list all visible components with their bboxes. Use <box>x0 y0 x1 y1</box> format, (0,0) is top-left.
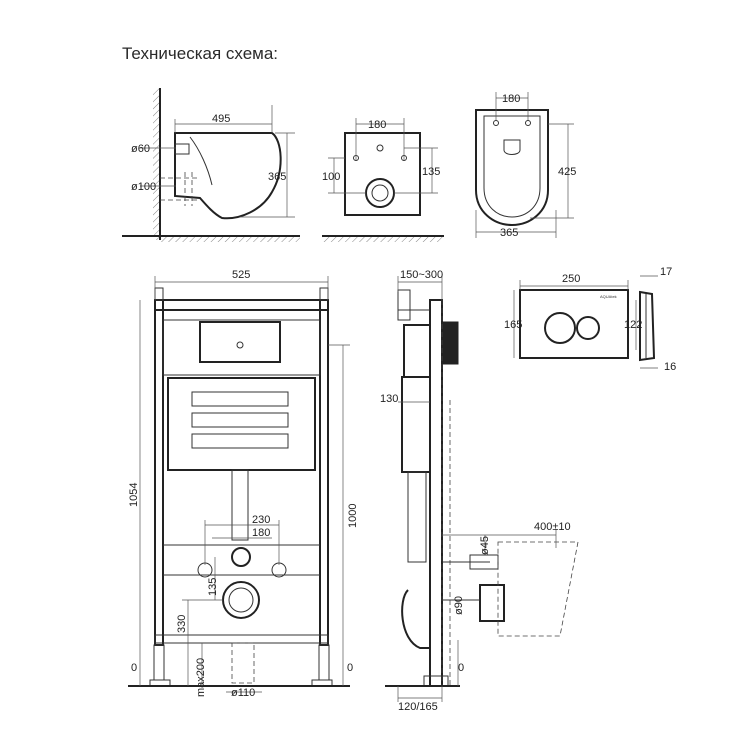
toilet-side-view: 495 365 ø60 ø100 <box>122 88 300 242</box>
dim-max200: max200 <box>195 658 207 697</box>
dim-d100: ø100 <box>131 181 156 193</box>
side-flush-plate <box>441 321 459 365</box>
dim-165: 165 <box>504 319 522 331</box>
water-inlet <box>231 547 251 567</box>
dim-330: 330 <box>176 615 188 633</box>
bowl-outline <box>174 132 282 220</box>
dim-525: 525 <box>232 269 250 281</box>
dim-130: 130 <box>380 393 398 405</box>
dim-400-10: 400±10 <box>534 521 571 533</box>
toilet-front-view: 180 100 135 <box>322 118 444 242</box>
side-bracket-top <box>397 289 411 321</box>
drain-outlet-outer <box>222 581 260 619</box>
wc-dashed-outline <box>497 541 579 637</box>
dim-100-front: 100 <box>322 171 340 183</box>
dim-180-frame: 180 <box>252 527 270 539</box>
dim-120-165: 120/165 <box>398 701 438 713</box>
dim-365-side: 365 <box>268 171 286 183</box>
side-cistern-body <box>401 376 431 473</box>
side-cistern-top <box>403 324 431 378</box>
dim-230: 230 <box>252 514 270 526</box>
brand-logo: AQUAtek <box>600 294 617 299</box>
dim-zero-mid: 0 <box>347 662 353 674</box>
frame-side-view: 150~300 130 ø45 ø90 400±10 120/165 0 <box>380 269 579 713</box>
dim-150-300: 150~300 <box>400 269 443 281</box>
dim-17: 17 <box>660 266 672 278</box>
top-flush-opening <box>503 139 521 155</box>
dim-135-front: 135 <box>422 166 440 178</box>
page-title: Техническая схема: <box>122 44 279 63</box>
front-outlet-outer <box>365 178 395 208</box>
frame-left-upright <box>154 299 164 646</box>
toilet-top-view: 180 425 365 <box>475 92 576 239</box>
drain-outlet-inner <box>228 587 254 613</box>
side-water-connector <box>469 554 499 570</box>
dim-135-frame: 135 <box>207 578 219 596</box>
downpipe <box>231 469 249 541</box>
dim-d45: ø45 <box>479 536 491 555</box>
dim-d60: ø60 <box>131 143 150 155</box>
dim-365-top: 365 <box>500 227 518 239</box>
frame-top-rail <box>154 299 329 311</box>
wall-hatch <box>153 88 160 240</box>
side-drain-connector <box>479 584 505 622</box>
floor-hatch <box>160 236 300 242</box>
dim-180-front: 180 <box>368 119 386 131</box>
flush-plate-view: AQUAtek 250 165 122 17 16 <box>504 266 676 373</box>
dim-16: 16 <box>664 361 676 373</box>
top-bowl-outline <box>475 109 549 227</box>
dim-180-top: 180 <box>502 93 520 105</box>
dim-d90: ø90 <box>453 596 465 615</box>
dim-1054: 1054 <box>128 483 140 507</box>
side-drain-bend <box>401 589 430 649</box>
front-bowl-outline <box>344 132 421 216</box>
dim-425-top: 425 <box>558 166 576 178</box>
dim-zero-side: 0 <box>458 662 464 674</box>
frame-right-upright <box>319 299 329 646</box>
flush-button-large <box>544 312 576 344</box>
flush-button-small <box>576 316 600 340</box>
front-outlet-inner <box>371 184 389 202</box>
dim-zero-left: 0 <box>131 662 137 674</box>
side-downpipe <box>407 471 427 563</box>
dim-1000: 1000 <box>347 504 359 528</box>
side-upright <box>429 299 443 687</box>
dim-122: 122 <box>624 319 642 331</box>
flush-plate-mount <box>199 321 281 363</box>
cistern-top <box>162 319 321 376</box>
flush-plate-profile <box>639 290 656 362</box>
dim-250: 250 <box>562 273 580 285</box>
drain-pipe-dashed <box>231 642 255 684</box>
bowl-inner-line <box>189 136 213 186</box>
dim-d110: ø110 <box>231 687 255 699</box>
dim-495: 495 <box>212 113 230 125</box>
inlet-pipe <box>174 143 190 155</box>
frame-bottom-rail <box>154 634 329 644</box>
flush-plate-outline <box>519 289 629 359</box>
frame-front-view: 525 1054 1000 230 180 135 330 max200 ø11… <box>128 269 359 699</box>
